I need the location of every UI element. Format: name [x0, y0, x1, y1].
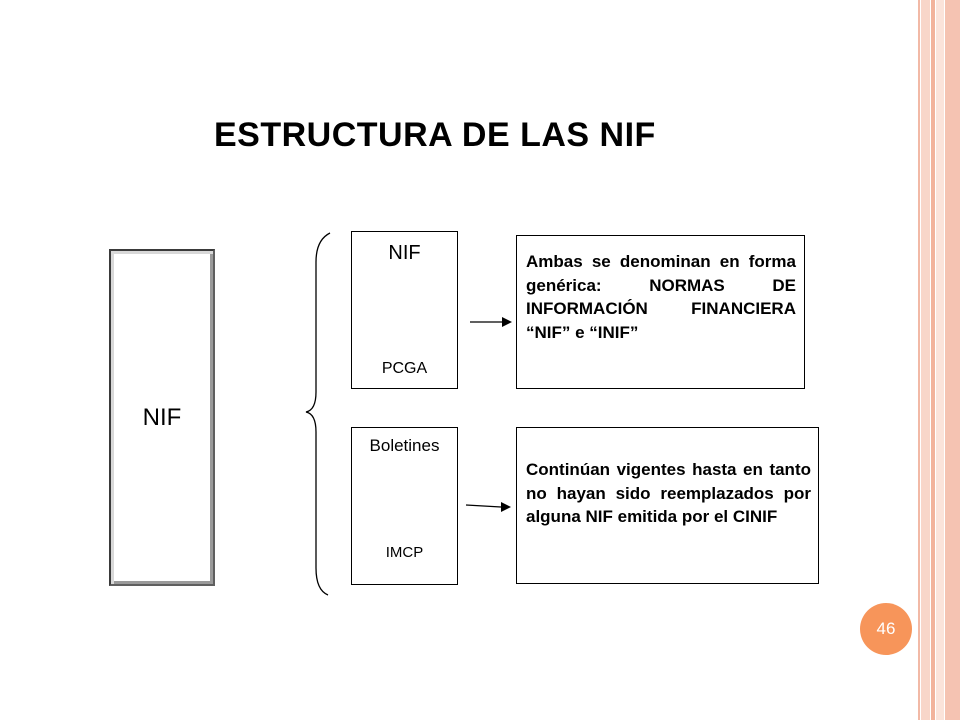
curly-brace-icon	[305, 232, 331, 596]
side-rail-stripe	[918, 0, 920, 720]
pcga-label: PCGA	[381, 360, 428, 377]
side-rail-stripe	[945, 0, 960, 720]
nif-main-box: NIF	[109, 249, 215, 586]
imcp-label: IMCP	[385, 544, 424, 561]
nif-box-label: NIF	[388, 242, 421, 264]
boletines-label: Boletines	[369, 436, 440, 455]
boletines-description-text: Continúan vigentes hasta en tanto no hay…	[526, 460, 811, 526]
page-number-badge: 46	[860, 603, 912, 655]
slide-title: ESTRUCTURA DE LAS NIF	[214, 116, 656, 154]
page-number: 46	[876, 619, 896, 638]
nif-main-label: NIF	[142, 403, 182, 431]
side-rail-stripe	[931, 0, 935, 720]
nif-pcga-box: NIF PCGA	[351, 231, 458, 389]
boletines-imcp-box: Boletines IMCP	[351, 427, 458, 585]
nif-description-text: Ambas se denominan en forma genérica: NO…	[526, 252, 796, 342]
side-rail-stripe	[921, 0, 930, 720]
boletines-description-box: Continúan vigentes hasta en tanto no hay…	[516, 427, 819, 584]
nif-description-box: Ambas se denominan en forma genérica: NO…	[516, 235, 805, 389]
side-rail-stripe	[936, 0, 944, 720]
right-arrow-icon	[470, 317, 512, 327]
right-arrow-icon	[465, 502, 511, 512]
